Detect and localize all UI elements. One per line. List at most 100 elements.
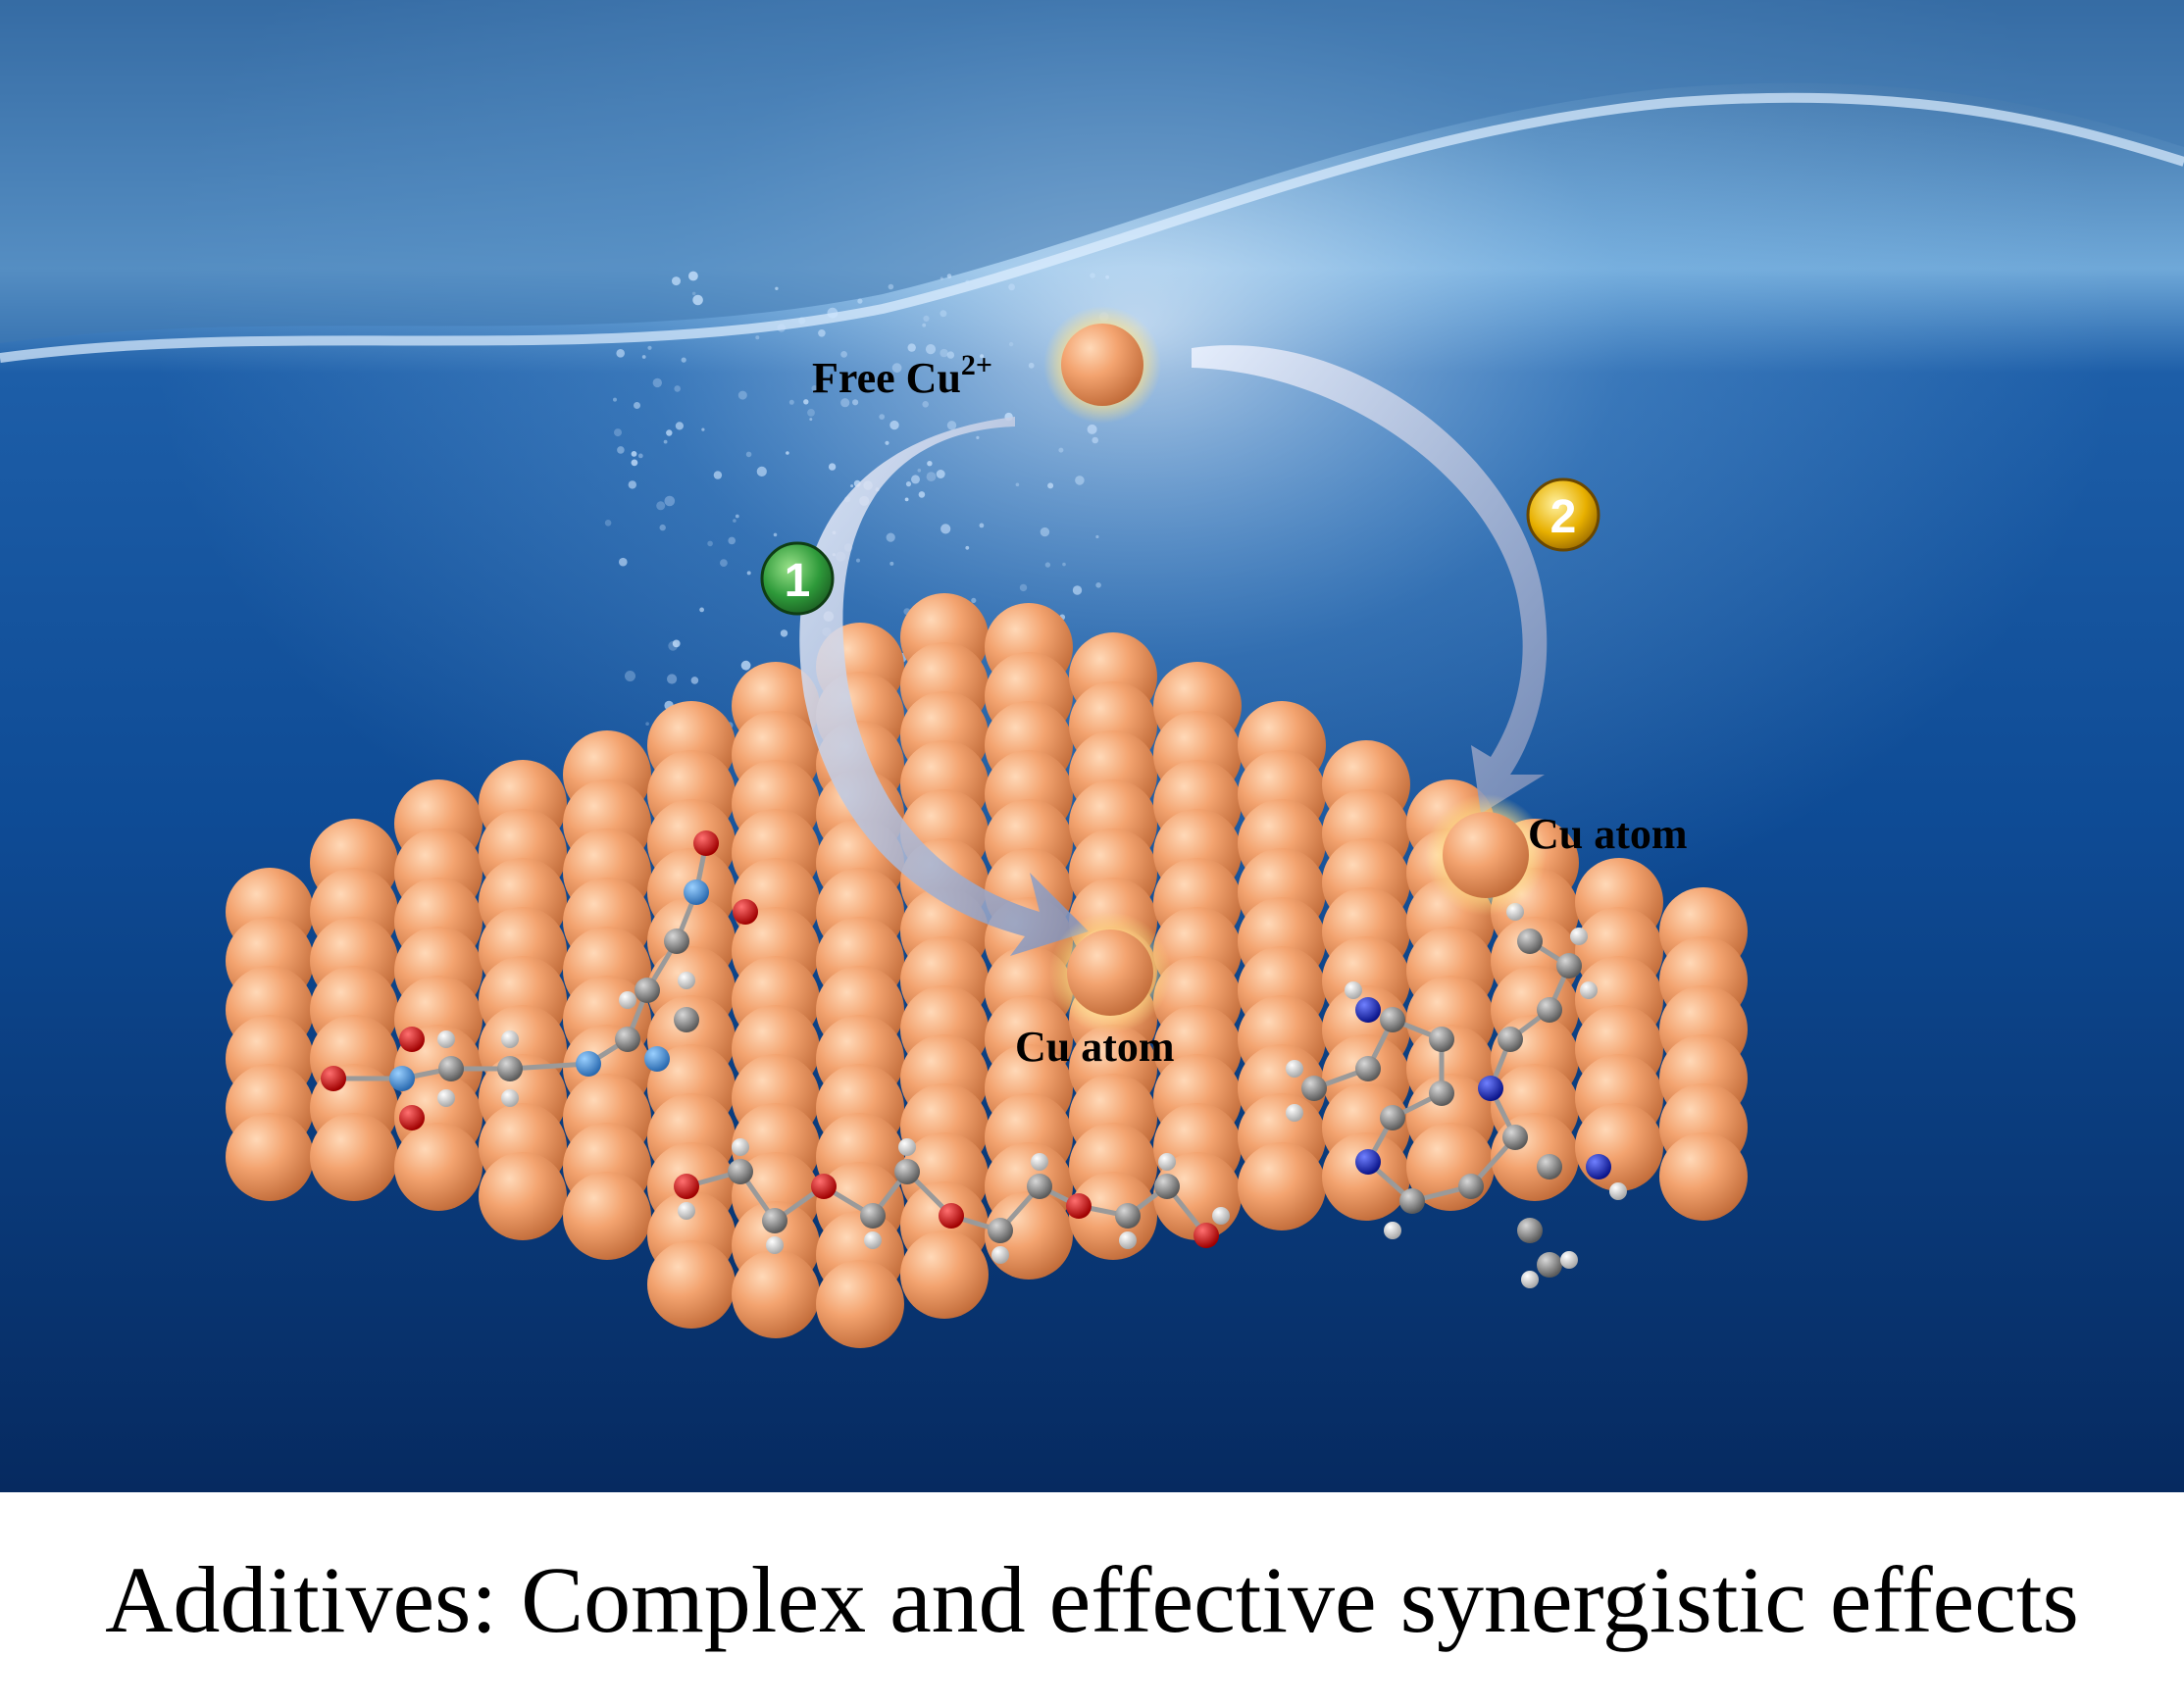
molecule-icon <box>1380 1105 1405 1130</box>
molecule-icon <box>501 1030 519 1048</box>
copper-atom-icon <box>1043 306 1161 424</box>
molecule-icon <box>991 1246 1009 1264</box>
molecule-icon <box>399 1027 425 1052</box>
molecule-icon <box>728 1159 753 1184</box>
bubble <box>946 421 957 430</box>
bubble <box>965 279 970 284</box>
bubble <box>720 559 728 567</box>
bubble <box>745 451 752 458</box>
bubble <box>940 348 948 358</box>
bubble <box>1072 585 1083 595</box>
bubble <box>803 399 809 405</box>
molecule-icon <box>1517 929 1543 954</box>
bubble <box>1047 482 1054 489</box>
bubble <box>976 435 980 439</box>
molecule-icon <box>678 1202 695 1220</box>
bubble <box>777 324 786 332</box>
molecule-bond <box>509 1061 589 1072</box>
molecule-icon <box>1355 1149 1381 1175</box>
bubble <box>740 660 751 671</box>
bubble <box>619 557 628 567</box>
molecule-icon <box>1502 1125 1528 1150</box>
bubble <box>971 597 977 604</box>
molecule-icon <box>1384 1222 1401 1239</box>
copper-atom-icon <box>1659 1132 1748 1221</box>
molecule-icon <box>1345 981 1362 999</box>
bubble <box>1087 424 1097 434</box>
bubble <box>773 532 778 537</box>
molecule-icon <box>1458 1174 1484 1199</box>
bubble <box>840 351 847 358</box>
bubble <box>940 524 951 534</box>
bubble <box>922 401 929 408</box>
copper-deposition-diagram: Free Cu2+ Cu atom Cu atom 1 2 <box>0 0 2184 1492</box>
bubble <box>946 274 952 278</box>
bubble <box>1008 341 1014 347</box>
bubble <box>940 276 943 280</box>
bubble <box>926 472 937 481</box>
molecule-icon <box>438 1056 464 1081</box>
copper-atom-icon <box>563 1172 651 1260</box>
molecule-icon <box>1537 1252 1562 1278</box>
molecule-icon <box>684 879 709 905</box>
bubble <box>923 315 930 322</box>
bubble <box>1095 582 1101 588</box>
bubble <box>691 291 696 296</box>
bubble <box>672 276 681 286</box>
bubble <box>809 418 813 422</box>
bubble <box>746 571 751 576</box>
bubble <box>1019 583 1028 592</box>
copper-atom-icon <box>226 1113 314 1201</box>
bubble <box>755 335 760 340</box>
copper-atom-icon <box>816 1260 904 1348</box>
bubble <box>1062 562 1066 567</box>
curved-arrow-icon <box>1192 345 1548 814</box>
bubble <box>617 446 625 454</box>
molecule-icon <box>1286 1104 1303 1122</box>
copper-atom-icon <box>1322 1132 1410 1221</box>
molecule-icon <box>1586 1154 1611 1180</box>
molecule-icon <box>619 991 636 1009</box>
molecule-icon <box>399 1105 425 1130</box>
bubble <box>888 283 894 290</box>
bubble <box>692 294 703 306</box>
molecule-icon <box>1580 981 1598 999</box>
bubble <box>688 271 698 281</box>
bubble <box>1105 275 1109 279</box>
bubble <box>713 471 723 479</box>
molecule-icon <box>1560 1251 1578 1269</box>
bubble <box>891 363 902 374</box>
bubble <box>857 298 863 304</box>
bubble <box>756 466 767 477</box>
molecule-icon <box>1355 997 1381 1023</box>
bubble <box>788 399 794 405</box>
bubble <box>634 402 640 409</box>
bubble <box>681 357 686 363</box>
bubble <box>637 453 643 459</box>
bubble <box>1058 447 1064 453</box>
curved-arrow-icon <box>799 417 1089 956</box>
molecule-icon <box>1429 1080 1454 1106</box>
bubble <box>940 310 947 318</box>
copper-atom-icon <box>1049 912 1171 1033</box>
bubble <box>885 440 889 445</box>
bubble <box>616 349 625 358</box>
copper-atom-icon <box>479 1152 567 1240</box>
molecule-icon <box>678 972 695 989</box>
bubble <box>699 607 704 613</box>
bubble <box>1028 362 1035 369</box>
bubble <box>1040 527 1050 537</box>
molecule-icon <box>1355 1056 1381 1081</box>
molecule-icon <box>894 1159 920 1184</box>
molecule-icon <box>674 1174 699 1199</box>
bubble <box>946 351 955 359</box>
step-2-number: 2 <box>1550 491 1577 543</box>
bubble <box>1008 283 1015 291</box>
bubble <box>917 469 922 473</box>
bubble <box>840 398 850 408</box>
bubble <box>925 344 937 355</box>
charge-superscript: 2+ <box>961 349 992 381</box>
bubble <box>780 629 788 637</box>
bubble <box>707 540 713 547</box>
bubble <box>737 390 747 400</box>
